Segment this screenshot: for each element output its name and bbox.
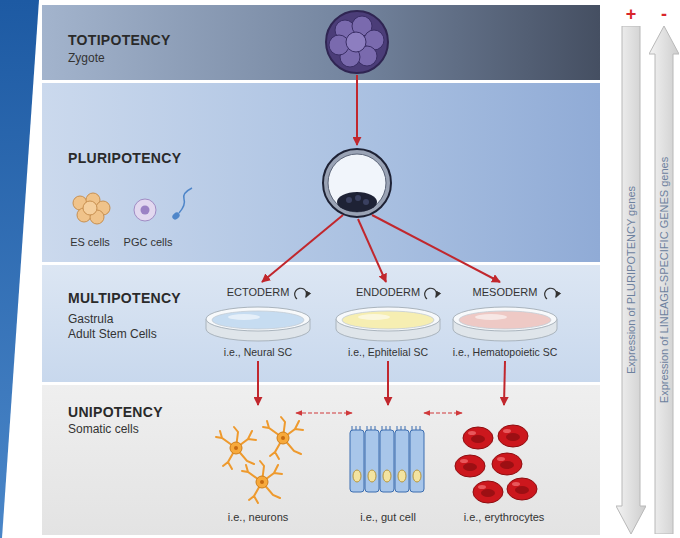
dish-highlight (358, 314, 390, 320)
arrow-body (616, 26, 646, 534)
dish-top (206, 307, 310, 331)
band-subtitle: Somatic cells (68, 421, 139, 437)
dish-medium (459, 311, 551, 329)
germ-layer-name: MESODERM (440, 285, 570, 299)
dish-highlight (228, 314, 260, 320)
cell-example: i.e., gut cell (360, 510, 416, 524)
petri-dish (323, 299, 453, 345)
dish-top (453, 307, 557, 331)
dish-top (336, 307, 440, 331)
potency-band: PLURIPOTENCY (42, 83, 600, 262)
stem-cell-example: i.e., Ephitelial SC (323, 345, 453, 359)
cell-type: i.e., neurons (220, 405, 296, 530)
dish-medium (212, 311, 304, 329)
band-title: UNIPOTENCY (68, 404, 163, 420)
stem-cell-example: i.e., Hematopoietic SC (440, 345, 570, 359)
dish-medium (342, 311, 434, 329)
band-subtitle: Adult Stem Cells (68, 326, 157, 342)
germ-layer-name: ECTODERM (193, 285, 323, 299)
expression-arrow: Expression of PLURIPOTENCY genes (616, 26, 646, 534)
potency-band: MULTIPOTENCY GastrulaAdult Stem Cells ECTO… (42, 265, 600, 382)
band-title: TOTIPOTENCY (68, 32, 171, 48)
arrow-body (649, 26, 679, 534)
band-title: PLURIPOTENCY (68, 150, 181, 166)
petri-dish (193, 299, 323, 345)
culture-dish: MESODERM i.e., Hematopoietic SC (440, 285, 570, 361)
germ-layer-name: ENDODERM (323, 285, 453, 299)
petri-dish (440, 299, 570, 345)
cell-example: i.e., erythrocytes (464, 510, 545, 524)
arrow-caption: Expression of LINEAGE-SPECIFIC GENES gen… (657, 157, 671, 403)
culture-dish: ECTODERM i.e., Neural SC (193, 285, 323, 361)
potency-band: TOTIPOTENCY Zygote (42, 5, 600, 80)
icon-caption: PGC cells (124, 235, 173, 249)
cell-type: i.e., erythrocytes (462, 405, 546, 530)
dish-highlight (475, 314, 507, 320)
stem-cell-example: i.e., Neural SC (193, 345, 323, 359)
sign-marker: + (626, 4, 637, 24)
sign-marker: - (661, 4, 667, 24)
arrow-caption: Expression of PLURIPOTENCY genes (624, 186, 638, 374)
expression-arrow: Expression of LINEAGE-SPECIFIC GENES gen… (649, 26, 679, 534)
wedge-shape (0, 0, 39, 538)
cell-example: i.e., neurons (228, 510, 289, 524)
culture-dish: ENDODERM i.e., Ephitelial SC (323, 285, 453, 361)
cell-type: i.e., gut cell (352, 405, 424, 530)
band-title: MULTIPOTENCY (68, 290, 181, 306)
potency-band: UNIPOTENCYSomatic cells i.e., neurons i.e.… (42, 385, 600, 535)
band-subtitle: Zygote (68, 50, 105, 66)
band-subtitle: Gastrula (68, 311, 113, 327)
icon-caption: ES cells (70, 235, 110, 249)
